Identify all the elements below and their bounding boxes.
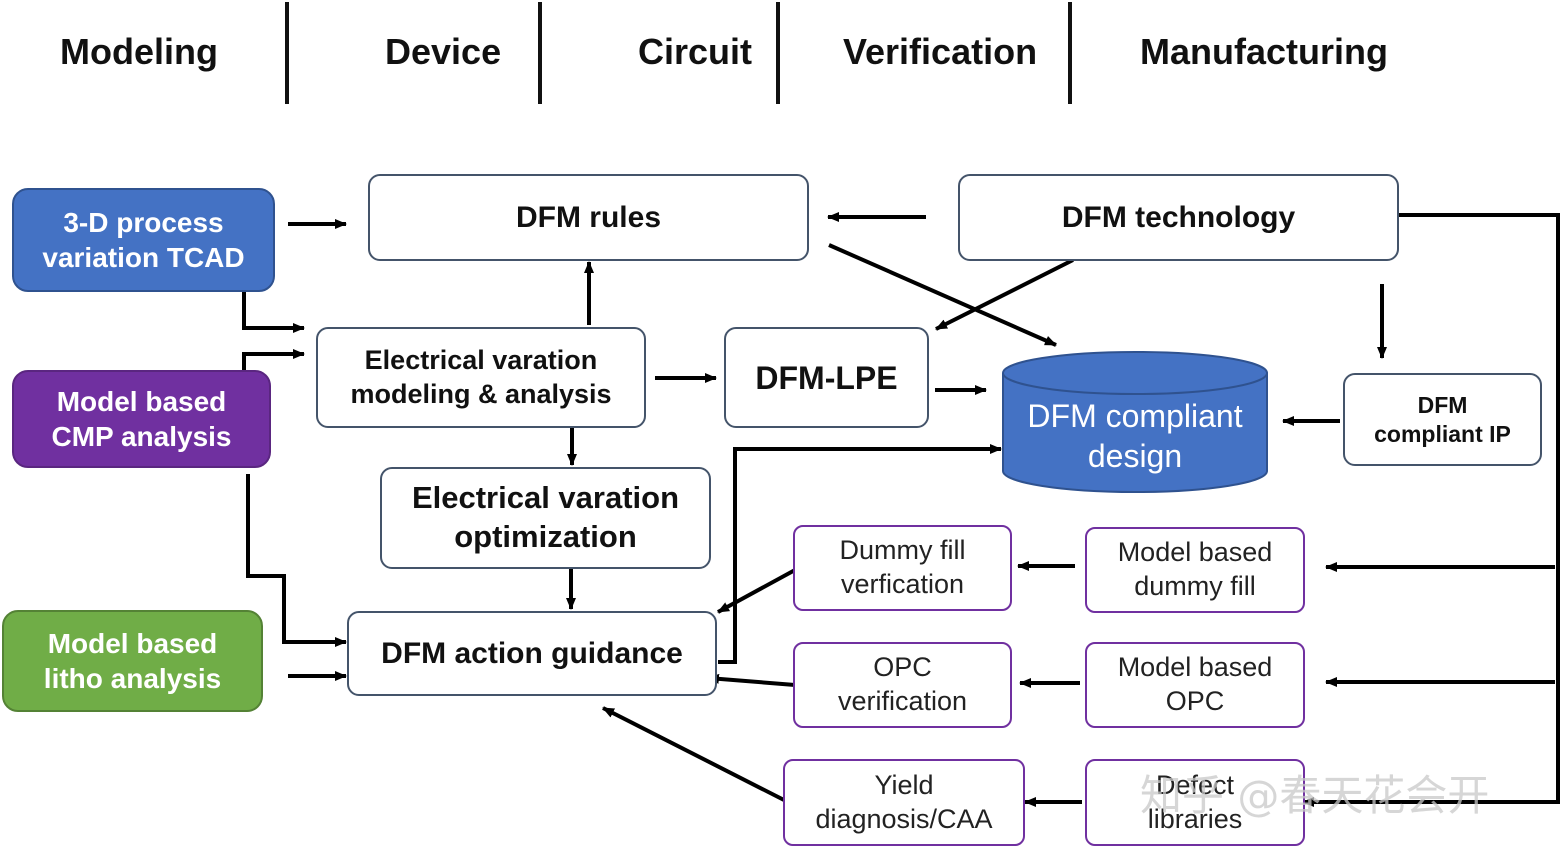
column-header-circuit: Circuit	[638, 31, 753, 72]
watermark: 知乎 @春天花会开	[1140, 771, 1490, 820]
column-header-verification: Verification	[843, 31, 1038, 72]
box-electrical-variation-optimization: Electrical varation optimization	[380, 467, 711, 569]
box-model-based-cmp-analysis: Model based CMP analysis	[12, 370, 271, 468]
box-dfm-action-guidance: DFM action guidance	[347, 611, 717, 696]
arrow-tcad-to-ev-modeling	[242, 292, 305, 333]
arrow-opc-verification-to-action-guidance	[707, 673, 796, 687]
compliant-design-cylinder	[1002, 351, 1268, 493]
arrow-cmp-to-action-guidance	[246, 474, 347, 647]
arrow-action-guidance-to-compliant-design	[718, 444, 1002, 664]
arrow-technology-to-lpe	[935, 258, 1074, 331]
box-dummy-fill-verification: Dummy fill verfication	[793, 525, 1012, 611]
column-separator	[1068, 2, 1072, 104]
box-model-based-opc: Model based OPC	[1085, 642, 1305, 728]
column-separator	[776, 2, 780, 104]
arrow-rules-to-compliant-design	[828, 243, 1057, 347]
box-dfm-technology: DFM technology	[958, 174, 1399, 261]
compliant-design-label: DFM compliant design	[1027, 398, 1243, 474]
box-3d-process-variation-tcad: 3-D process variation TCAD	[12, 188, 275, 292]
box-dfm-rules: DFM rules	[368, 174, 809, 261]
arrow-technology-bus-to-defect-libraries	[1302, 213, 1560, 807]
column-separator	[285, 2, 289, 104]
arrow-cmp-to-ev-modeling	[242, 349, 305, 370]
column-separator	[538, 2, 542, 104]
column-header-device: Device	[385, 31, 502, 72]
arrow-yield-to-action-guidance	[602, 706, 785, 802]
box-electrical-variation-modeling: Electrical varation modeling & analysis	[316, 327, 646, 428]
box-dfm-compliant-ip: DFM compliant IP	[1343, 373, 1542, 466]
box-model-based-dummy-fill: Model based dummy fill	[1085, 527, 1305, 613]
box-opc-verification: OPC verification	[793, 642, 1012, 728]
box-dfm-lpe: DFM-LPE	[724, 327, 929, 428]
box-model-based-litho-analysis: Model based litho analysis	[2, 610, 263, 712]
column-header-manufacturing: Manufacturing	[1140, 31, 1388, 72]
box-defect-libraries: Defect libraries	[1085, 759, 1305, 846]
box-yield-diagnosis-caa: Yield diagnosis/CAA	[783, 759, 1025, 846]
arrow-dummy-verification-to-action-guidance	[717, 568, 796, 614]
column-header-modeling: Modeling	[60, 31, 218, 72]
